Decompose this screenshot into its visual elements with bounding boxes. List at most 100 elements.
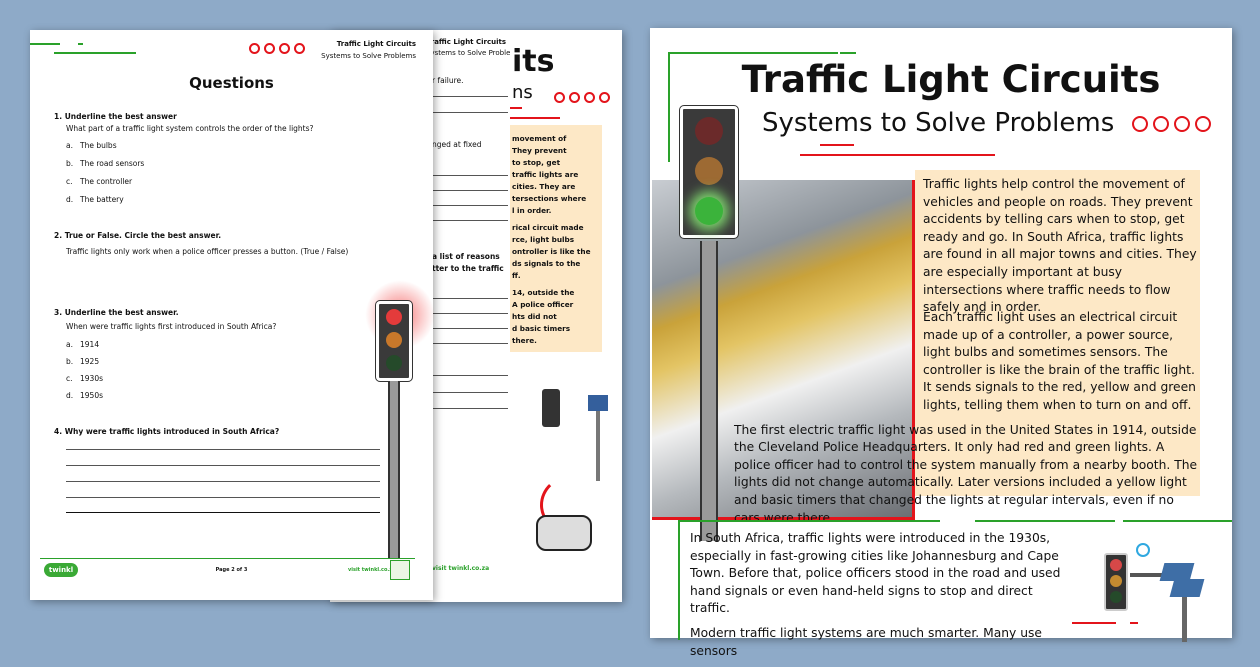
option-letter: b. xyxy=(66,159,74,168)
question-number: 1. xyxy=(54,112,63,121)
option-text: The controller xyxy=(80,177,133,186)
paragraph: In South Africa, traffic lights were int… xyxy=(690,531,1061,616)
intro-text: Traffic lights help control the movement… xyxy=(923,176,1201,324)
red-circles-icon xyxy=(554,88,610,107)
paragraph: The first electric traffic light was use… xyxy=(734,422,1198,525)
answer-line[interactable] xyxy=(66,449,380,450)
paragraph: Modern traffic light systems are much sm… xyxy=(690,625,1042,658)
question-4: 4. Why were traffic lights introduced in… xyxy=(54,427,279,436)
option-letter: c. xyxy=(66,374,73,383)
option-letter: d. xyxy=(66,391,74,400)
option-letter: c. xyxy=(66,177,73,186)
answer-option[interactable]: a. 1914 xyxy=(66,336,276,353)
page-number: Page 2 of 3 xyxy=(215,567,248,573)
text-fragment: there. xyxy=(512,336,537,345)
answer-option[interactable]: c. 1930s xyxy=(66,370,276,387)
answer-line[interactable] xyxy=(66,512,380,513)
question-number: 3. xyxy=(54,308,63,317)
answer-option[interactable]: a. The bulbs xyxy=(66,137,314,155)
question-number: 2. xyxy=(54,231,63,240)
option-text: The road sensors xyxy=(80,159,145,168)
question-3: 3. Underline the best answer. When were … xyxy=(54,306,276,404)
answer-line[interactable] xyxy=(66,497,380,498)
text-fragment: tersections where xyxy=(512,194,587,203)
page-heading: Questions xyxy=(189,74,274,92)
red-circles-icon xyxy=(249,43,305,56)
traffic-light-solar-illustration xyxy=(530,385,610,565)
question-instruction: Underline the best answer xyxy=(64,112,177,121)
question-instruction: True or False. Circle the best answer. xyxy=(64,231,222,240)
header: Traffic Light Circuits Systems to Solve … xyxy=(426,37,521,59)
text-fragment: rical circuit made xyxy=(512,223,584,232)
header-title: Traffic Light Circuits xyxy=(426,38,506,46)
question-prompt: When were traffic lights first introduce… xyxy=(66,322,277,331)
option-text: 1950s xyxy=(80,391,103,400)
red-circles-icon xyxy=(1132,116,1211,136)
text-fragment: They prevent xyxy=(512,146,567,155)
text-fragment: movement of xyxy=(512,134,567,143)
text-box xyxy=(915,170,1200,496)
text-fragment: tter to the traffic xyxy=(432,264,504,273)
paragraph: Each traffic light uses an electrical ci… xyxy=(923,310,1196,412)
answer-option[interactable]: b. 1925 xyxy=(66,353,276,370)
option-letter: b. xyxy=(66,357,74,366)
traffic-light-pole xyxy=(700,241,718,541)
header-subtitle: Systems to Solve Problems xyxy=(321,52,416,60)
answer-line[interactable] xyxy=(66,481,380,482)
text-fragment: A police officer xyxy=(512,300,574,309)
text-fragment: d basic timers xyxy=(512,324,571,333)
option-letter: a. xyxy=(66,340,73,349)
question-1: 1. Underline the best answer What part o… xyxy=(54,111,314,209)
page-title: Traffic Light Circuits xyxy=(741,58,1161,101)
title-fragment: its xyxy=(512,44,555,79)
text-fragment: cities. They are xyxy=(512,182,576,191)
text-fragment: nged at fixed xyxy=(432,140,482,149)
traffic-light-icon xyxy=(375,300,413,382)
option-text: The bulbs xyxy=(80,141,117,150)
answer-option[interactable]: d. The battery xyxy=(66,191,314,209)
header: Traffic Light Circuits Systems to Solve … xyxy=(321,38,416,62)
answer-option[interactable]: b. The road sensors xyxy=(66,155,314,173)
option-letter: a. xyxy=(66,141,73,150)
text-fragment: hts did not xyxy=(512,312,557,321)
option-text: The battery xyxy=(80,195,124,204)
text-fragment: r failure. xyxy=(432,76,464,85)
twinkl-logo: twinkl xyxy=(44,563,78,577)
option-text: 1925 xyxy=(80,357,100,366)
text-fragment: a list of reasons xyxy=(432,252,500,261)
footer-site-link[interactable]: visit twinkl.co.za xyxy=(348,567,396,573)
header-title: Traffic Light Circuits xyxy=(336,40,416,48)
paragraph: Traffic lights help control the movement… xyxy=(923,177,1197,315)
reading-page-behind: its ns movement of They prevent to stop, g… xyxy=(510,30,622,602)
text-fragment: l in order. xyxy=(512,206,552,215)
traffic-light-icon xyxy=(679,105,739,239)
bottom-text: In South Africa, traffic lights were int… xyxy=(690,530,1072,667)
curriculum-badge-icon xyxy=(390,560,410,580)
text-fragment: traffic lights are xyxy=(512,170,579,179)
answer-option[interactable]: c. The controller xyxy=(66,173,314,191)
option-letter: d. xyxy=(66,195,74,204)
text-fragment: rce, light bulbs xyxy=(512,235,575,244)
option-text: 1930s xyxy=(80,374,103,383)
subtitle-fragment: ns xyxy=(512,82,533,103)
question-instruction: Why were traffic lights introduced in So… xyxy=(64,427,280,436)
option-text: 1914 xyxy=(80,340,100,349)
text-fragment: to stop, get xyxy=(512,158,561,167)
traffic-light-pole xyxy=(388,381,400,559)
answer-line[interactable] xyxy=(66,465,380,466)
text-fragment: ds signals to the xyxy=(512,259,581,268)
page-subtitle: Systems to Solve Problems xyxy=(762,108,1115,138)
header-subtitle: Systems to Solve Problems xyxy=(426,49,521,57)
question-number: 4. xyxy=(54,427,63,436)
reading-page: Traffic Light Circuits Systems to Solve … xyxy=(650,28,1232,658)
question-prompt: What part of a traffic light system cont… xyxy=(66,124,314,133)
footer-site: visit twinkl.co.za xyxy=(432,565,490,572)
smart-traffic-light-illustration xyxy=(1072,543,1220,642)
question-2: 2. True or False. Circle the best answer… xyxy=(54,228,348,260)
question-prompt: Traffic lights only work when a police o… xyxy=(66,247,349,256)
answer-option[interactable]: d. 1950s xyxy=(66,387,276,404)
body-text: Each traffic light uses an electrical ci… xyxy=(734,309,1202,534)
text-fragment: ff. xyxy=(512,271,521,280)
text-fragment: ontroller is like the xyxy=(512,247,591,256)
text-fragment: 14, outside the xyxy=(512,288,575,297)
